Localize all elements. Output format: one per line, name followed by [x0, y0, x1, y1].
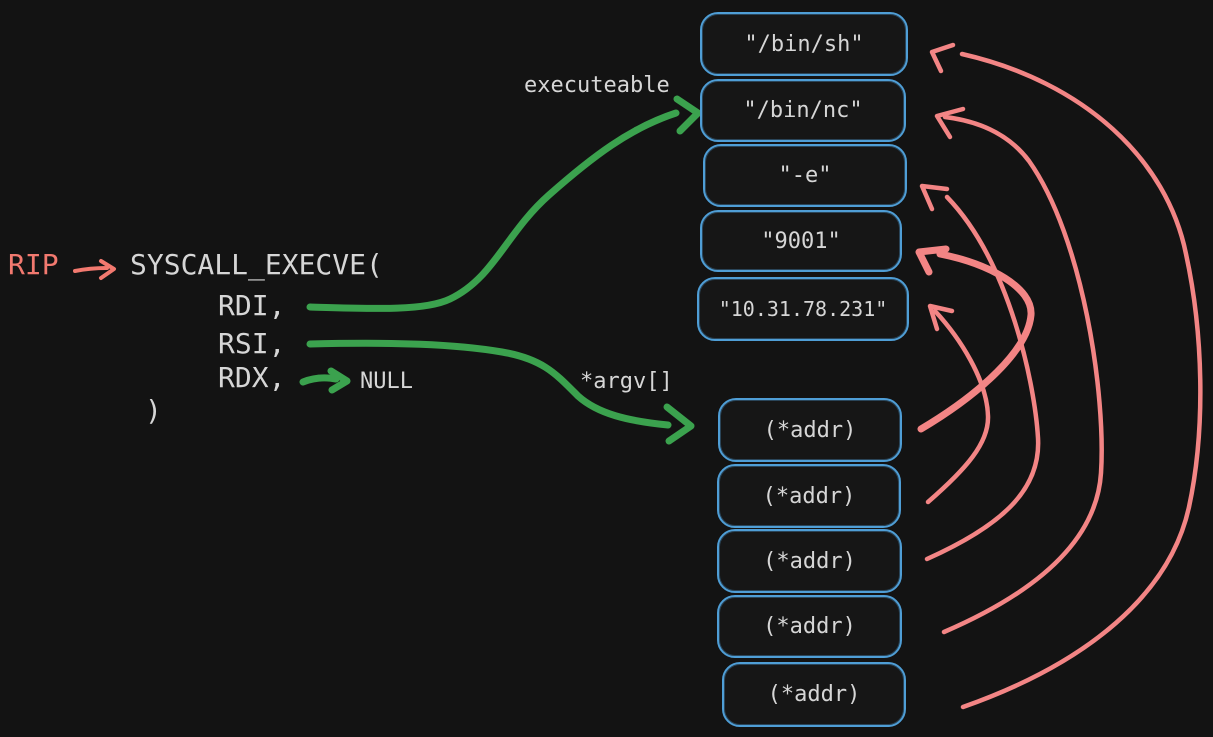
rsi-argv-arrow	[306, 339, 695, 445]
argv-label: *argv[]	[580, 369, 673, 394]
addr-box-5-label: (*addr)	[767, 682, 861, 707]
addr-box-1-label: (*addr)	[763, 417, 857, 443]
addr1-to-9001-arrow	[915, 245, 1035, 433]
addr-box-2: (*addr)	[717, 464, 901, 528]
executable-label: executeable	[524, 73, 670, 98]
addr-box-5: (*addr)	[722, 662, 906, 727]
string-box-dash-e-label: "-e"	[778, 163, 832, 188]
arg-rdx: RDX,	[218, 361, 286, 394]
addr3-to-dash-e-arrow	[919, 183, 1041, 562]
addr-box-4: (*addr)	[717, 595, 902, 658]
rdi-executable-arrow	[306, 95, 702, 312]
rdx-null-arrow	[299, 367, 351, 394]
string-box-bin-sh: "/bin/sh"	[700, 12, 908, 76]
addr5-to-bin-sh-arrow	[929, 42, 1203, 710]
addr-box-3-label: (*addr)	[763, 548, 856, 574]
addr-box-4-label: (*addr)	[763, 614, 856, 639]
addr2-to-ip-arrow	[925, 303, 991, 505]
addr-box-1: (*addr)	[718, 398, 902, 462]
string-box-bin-sh-label: "/bin/sh"	[744, 31, 864, 57]
addr-box-3: (*addr)	[717, 529, 902, 593]
addr4-to-bin-nc-arrow	[934, 106, 1104, 635]
arg-rdi: RDI,	[218, 289, 286, 322]
string-box-bin-nc: "/bin/nc"	[700, 79, 906, 142]
rip-pointer-arrow	[73, 259, 116, 280]
rip-label: RIP	[8, 248, 59, 281]
close-paren: )	[145, 394, 162, 427]
string-box-dash-e: "-e"	[703, 144, 907, 207]
string-box-bin-nc-label: "/bin/nc"	[743, 98, 863, 123]
string-box-ip-label: "10.31.78.231"	[718, 297, 888, 321]
string-box-9001: "9001"	[700, 210, 902, 272]
arg-rsi: RSI,	[218, 327, 286, 360]
null-label: NULL	[360, 369, 413, 394]
string-box-ip: "10.31.78.231"	[697, 277, 909, 341]
syscall-name: SYSCALL_EXECVE(	[130, 248, 383, 281]
addr-box-2-label: (*addr)	[762, 483, 856, 509]
string-box-9001-label: "9001"	[761, 228, 841, 254]
